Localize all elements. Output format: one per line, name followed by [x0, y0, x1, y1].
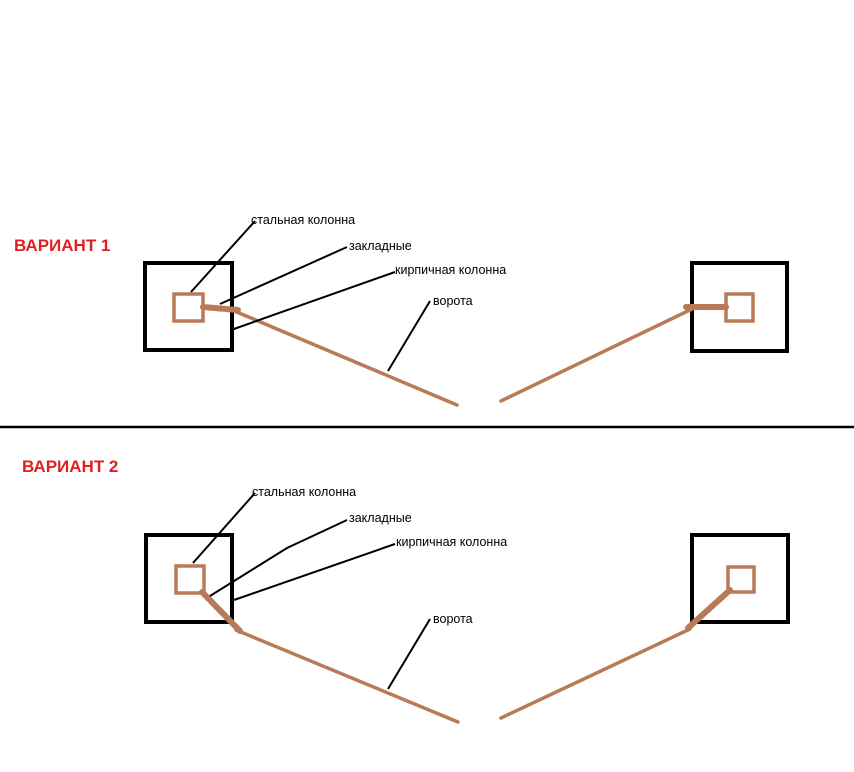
variant-1-title: ВАРИАНТ 1: [14, 236, 110, 255]
v2-right-brick-column: [690, 533, 790, 624]
v1-left-gate-leaf: [230, 308, 459, 407]
v2-label-steel-column: стальная колонна: [252, 485, 356, 499]
v2-leader-gate: [387, 618, 431, 690]
v2-right-embed: [685, 587, 733, 631]
v2-label-brick-column: кирпичная колонна: [396, 535, 507, 549]
v2-left-gate-leaf: [234, 628, 460, 724]
v1-right-gate-leaf: [499, 307, 694, 403]
v1-leader-embeds: [219, 246, 348, 305]
variant-2-title: ВАРИАНТ 2: [22, 457, 118, 476]
v2-left-embed: [199, 589, 243, 634]
v2-leader-embeds: [209, 519, 348, 597]
v1-label-gate: ворота: [433, 294, 473, 308]
v1-right-steel-column: [724, 292, 755, 323]
variant-2: ВАРИАНТ 2 стальная колонна закладные кир…: [22, 457, 790, 724]
v2-right-gate-leaf: [499, 627, 692, 720]
v2-left-brick-column: [144, 533, 234, 624]
v2-label-embeds: закладные: [349, 511, 412, 525]
v2-leader-brick-column: [233, 543, 396, 601]
v2-right-steel-column: [726, 565, 756, 594]
v1-label-steel-column: стальная колонна: [251, 213, 355, 227]
v1-label-embeds: закладные: [349, 239, 412, 253]
v1-leader-steel-column: [190, 220, 256, 293]
v2-label-gate: ворота: [433, 612, 473, 626]
v1-left-steel-column: [172, 292, 205, 323]
v2-leader-steel-column: [192, 492, 256, 564]
v1-leader-brick-column: [230, 271, 396, 331]
v2-left-steel-column: [174, 564, 206, 595]
variant-1: ВАРИАНТ 1 стальная колонна закладные кир…: [14, 213, 789, 407]
v1-leader-gate: [387, 300, 431, 372]
v1-label-brick-column: кирпичная колонна: [395, 263, 506, 277]
